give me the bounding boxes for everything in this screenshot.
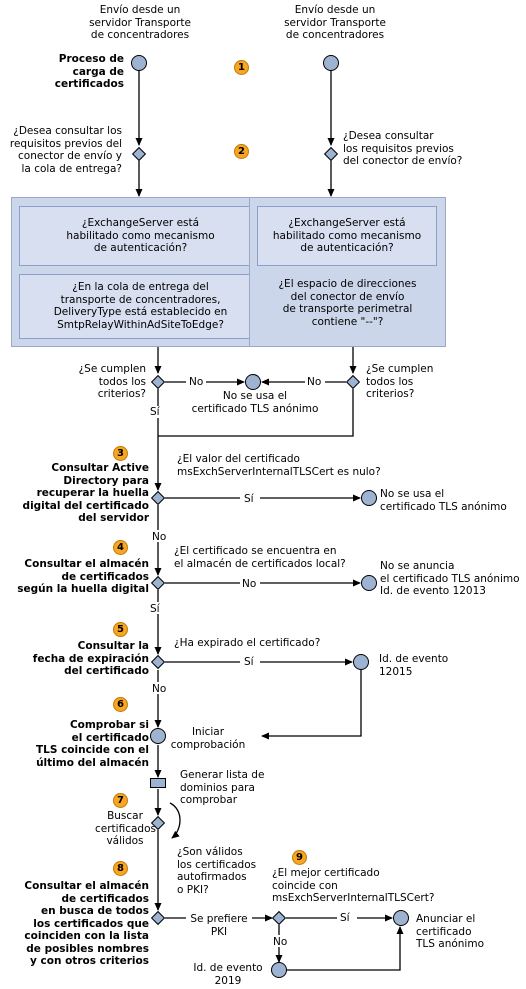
event-2019-node [271,962,287,978]
q5-no: No [152,683,167,695]
step-2-badge: 2 [234,144,249,159]
step-6-badge: 6 [113,697,128,712]
start-node-right [323,55,339,71]
announce-node [393,910,409,926]
q9-no: No [273,936,288,948]
generate-list-process [150,778,166,788]
no-anon-cert-3-node [361,490,377,506]
step-1-badge: 1 [234,60,249,75]
q3-yes: Sí [244,493,254,505]
left-criteria-yes: Sí [150,406,160,418]
right-criteria-no: No [307,376,322,388]
q5-question: ¿Ha expirado el certificado? [174,637,321,649]
step-3-badge: 3 [113,446,128,461]
step-7-badge: 7 [113,793,128,808]
step-9-badge: 9 [292,850,307,865]
q4-yes: Sí [150,603,160,615]
no-announce-4-node [361,575,377,591]
event-12015-node [353,654,369,670]
step-5-badge: 5 [113,622,128,637]
step-4-badge: 4 [113,540,128,555]
step-6-node [150,728,166,744]
q4-no: No [242,578,257,590]
q3-no: No [152,531,167,543]
q9-yes: Sí [340,912,350,924]
step-8-badge: 8 [113,861,128,876]
no-anon-cert-center-node [245,374,261,390]
start-node-left [131,55,147,71]
q5-yes: Sí [244,656,254,668]
left-criteria-no: No [189,376,204,388]
